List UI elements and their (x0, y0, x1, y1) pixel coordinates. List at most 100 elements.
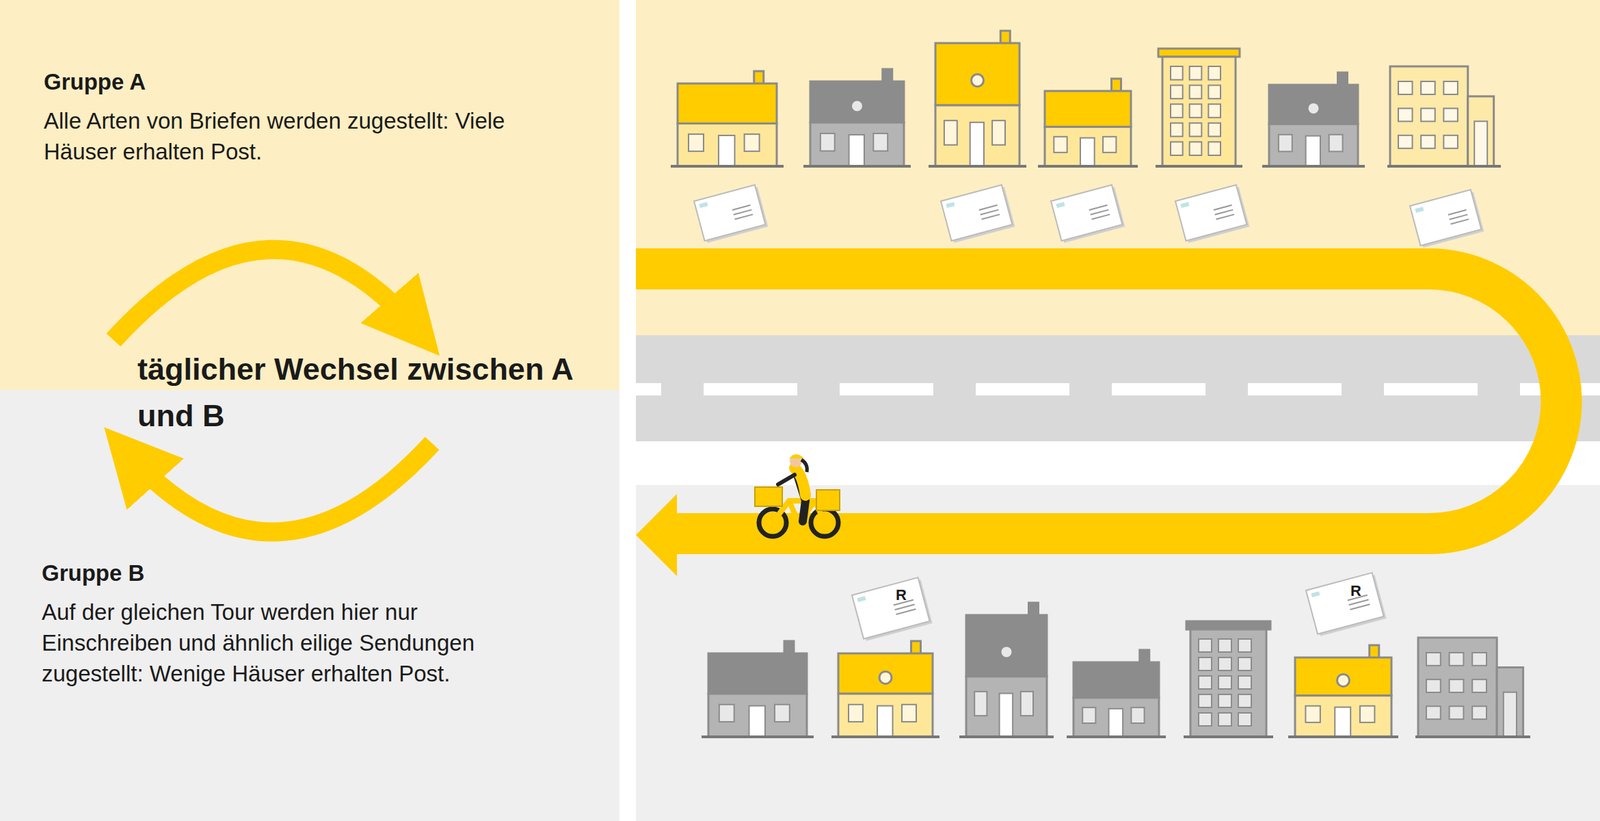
house-part (1044, 90, 1131, 127)
house-part (1198, 712, 1212, 726)
envelope-body (940, 184, 1012, 241)
house-part (1208, 66, 1221, 80)
house-part (935, 105, 1020, 167)
house-part (1198, 657, 1212, 671)
route-band (635, 268, 1562, 534)
house-part (708, 693, 807, 737)
house-part (1208, 85, 1221, 100)
house (1037, 78, 1138, 167)
house-part (959, 735, 1054, 738)
road (635, 335, 1600, 442)
house (1155, 48, 1243, 167)
house (959, 602, 1054, 737)
house-part (1329, 134, 1343, 152)
house-part (1262, 164, 1365, 168)
sidewalk (635, 441, 1600, 485)
postal-cyclist (754, 454, 840, 537)
house-part (1295, 695, 1392, 737)
house-part (1155, 164, 1243, 168)
house (1387, 66, 1501, 167)
envelope-line (981, 214, 1000, 219)
house-part (1288, 735, 1399, 738)
group-panel: Gruppe BAuf der gleichen Tour werden hie… (0, 389, 620, 821)
house-part (848, 704, 863, 722)
group-heading: Gruppe A (43, 68, 593, 96)
envelope-line (732, 205, 751, 210)
envelope-line (734, 214, 753, 219)
house-part (1449, 705, 1464, 719)
house-part (1269, 123, 1358, 167)
house-part (1066, 735, 1166, 738)
house-part (1102, 136, 1116, 153)
envelope-body (1305, 572, 1384, 634)
house-part (1158, 48, 1240, 57)
house-part (1020, 691, 1034, 716)
house-part (1449, 678, 1464, 692)
house-part (974, 691, 987, 716)
cycle-arrow-top (113, 249, 418, 340)
house-part (1238, 694, 1252, 708)
house-part (1190, 629, 1267, 737)
envelope-stamp (698, 201, 708, 208)
envelope-body (1050, 184, 1123, 241)
house-part (1189, 103, 1203, 118)
envelope (1409, 188, 1484, 248)
house-part (1269, 84, 1358, 124)
house (701, 640, 814, 737)
cycle-caption: täglicher Wechsel zwischen A und B (137, 345, 603, 439)
house (670, 71, 784, 167)
house (1066, 649, 1166, 737)
road-marking (635, 382, 1600, 396)
house-part (1053, 136, 1067, 153)
house-part (1305, 136, 1321, 167)
envelope-line (895, 603, 915, 610)
envelope-body (851, 577, 930, 639)
house-part (966, 614, 1047, 677)
houses (670, 30, 1531, 737)
house-part (1443, 108, 1458, 122)
envelope-line (980, 209, 999, 215)
house-part (774, 704, 790, 722)
house-part (1360, 705, 1375, 723)
house-part (1082, 707, 1096, 723)
envelope-stamp (1310, 590, 1320, 597)
house-part (677, 83, 777, 124)
house-part (1503, 691, 1517, 737)
envelope-body (694, 184, 766, 241)
route-arrowhead (635, 493, 677, 576)
house-part (719, 704, 735, 722)
panel-b-ground (0, 389, 620, 821)
house-part (877, 705, 893, 737)
envelopes (694, 183, 1484, 641)
house-part (1044, 126, 1131, 167)
house-part (1183, 735, 1274, 738)
house-part (1398, 108, 1413, 122)
house-part (1208, 141, 1221, 156)
house-part (1418, 637, 1497, 737)
envelope (940, 183, 1015, 243)
envelope (1175, 183, 1250, 243)
house-part (1186, 620, 1271, 630)
house (1415, 637, 1531, 737)
house-part (1443, 81, 1458, 95)
cycle-arrow-bottom (127, 443, 433, 532)
envelope-line (1449, 214, 1469, 220)
house (1183, 620, 1274, 737)
house-part (1037, 164, 1138, 168)
house-part (1426, 705, 1441, 719)
house-part (1415, 735, 1531, 738)
house-part (1337, 673, 1350, 686)
house-part (1426, 678, 1441, 692)
house-part (1420, 135, 1436, 149)
house (803, 69, 911, 167)
group-description: Auf der gleichen Tour werden hier nur Ei… (41, 596, 521, 689)
house-part (1170, 103, 1183, 118)
house-part (999, 692, 1014, 737)
house-part (1238, 675, 1252, 689)
group-panel: Gruppe AAlle Arten von Briefen werden zu… (0, 0, 620, 390)
house-part (1218, 694, 1232, 708)
house-part (1109, 708, 1124, 737)
envelope-line (1215, 214, 1235, 219)
house-part (1420, 81, 1436, 95)
house-part (810, 122, 904, 167)
